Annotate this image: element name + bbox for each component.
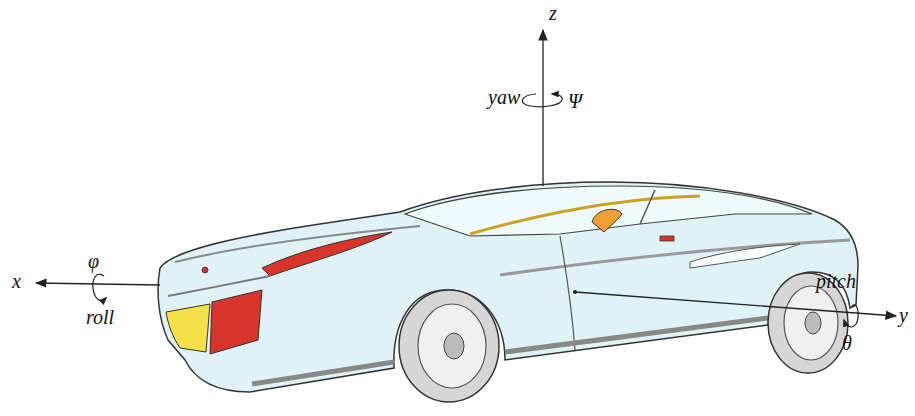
angle-symbol: θ [842, 332, 852, 354]
front-rim [418, 304, 486, 388]
axis-origin [573, 290, 577, 294]
front-grille [168, 276, 270, 296]
z-axis [542, 30, 543, 186]
y-axis [575, 292, 896, 316]
door-handle [660, 236, 674, 241]
angle-symbol: φ [88, 250, 99, 272]
window-trim [470, 196, 700, 234]
pitch-arrow [844, 305, 858, 327]
angle-symbol: Ψ [568, 90, 582, 112]
rotation-name: yaw [488, 86, 520, 108]
body-stripe [500, 240, 850, 275]
door-line [560, 236, 575, 350]
axis-label: y [899, 304, 908, 326]
yaw-arrow [522, 94, 562, 107]
rotation-name: pitch [816, 270, 856, 292]
mirror [592, 209, 622, 232]
car-window [405, 186, 812, 236]
rear-hub [805, 312, 821, 334]
hood-line [175, 226, 420, 262]
front-hub [444, 333, 464, 359]
rear-rim [784, 286, 838, 360]
window-pillar [640, 190, 655, 224]
side-vent [690, 244, 800, 268]
axis-label: x [12, 270, 21, 292]
roll-arrow [93, 274, 106, 300]
badge [202, 267, 208, 273]
x-axis [36, 283, 160, 285]
rotation-name: roll [86, 306, 114, 328]
side-sill [252, 318, 768, 384]
front-vent [210, 290, 262, 354]
front-bumper [166, 304, 210, 352]
car-body [158, 182, 858, 392]
axis-label: z [549, 2, 557, 24]
front-tire [399, 290, 499, 402]
hood-stripe [262, 232, 392, 276]
